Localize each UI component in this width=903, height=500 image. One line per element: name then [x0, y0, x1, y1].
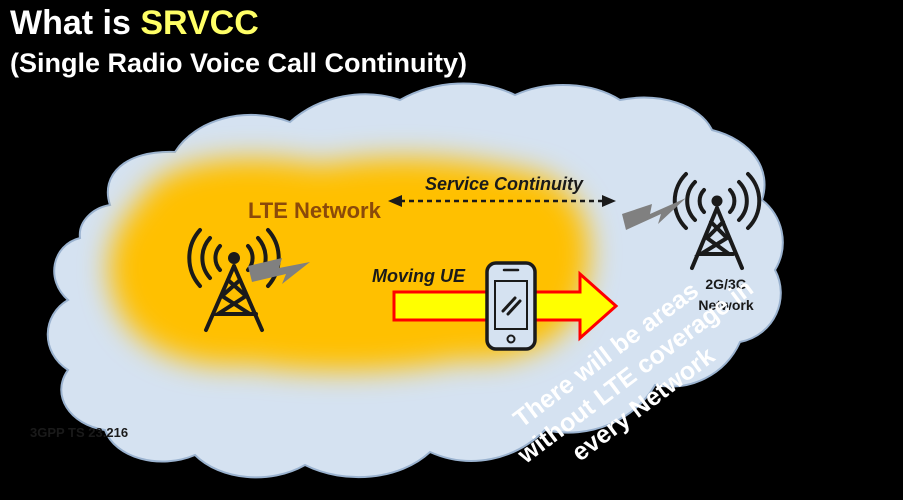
- lte-signal-bolt-icon: [248, 258, 310, 284]
- title-highlight: SRVCC: [140, 4, 259, 42]
- legacy-network-label-line-2: Network: [698, 297, 754, 313]
- legacy-network-label-line-1: 2G/3G: [705, 276, 747, 292]
- legacy-cell-tower-icon: [672, 172, 762, 270]
- service-continuity-arrow-icon: [388, 195, 616, 207]
- legacy-signal-bolt-icon: [622, 198, 686, 230]
- service-continuity-label: Service Continuity: [425, 174, 584, 194]
- title-prefix: What is: [10, 4, 141, 42]
- legacy-network-label: 2G/3G Network: [676, 274, 776, 316]
- moving-ue-smartphone-icon: [485, 261, 537, 351]
- slide-title: What is SRVCC: [10, 4, 259, 43]
- lte-cell-tower-icon: [187, 228, 281, 332]
- moving-ue-label: Moving UE: [372, 266, 465, 286]
- spec-reference: 3GPP TS 23.216: [30, 425, 129, 440]
- lte-network-label: LTE Network: [248, 198, 381, 223]
- slide-subtitle: (Single Radio Voice Call Continuity): [10, 48, 468, 78]
